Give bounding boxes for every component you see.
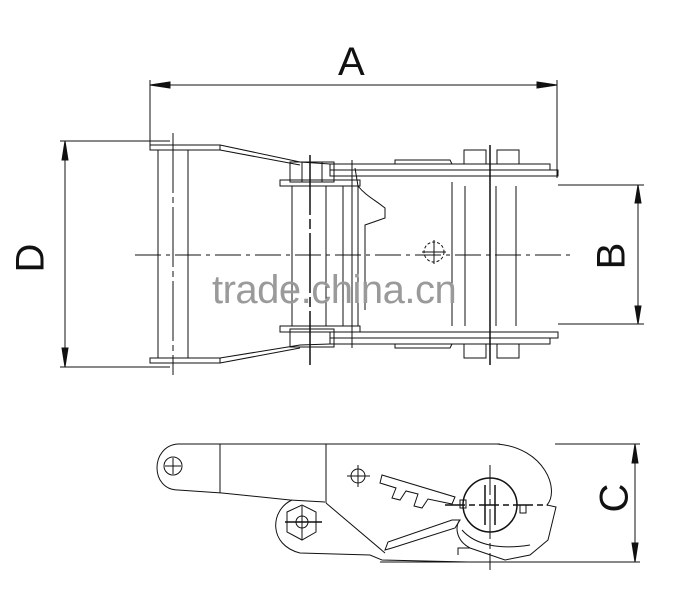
dimension-a-label: A xyxy=(338,40,365,84)
dimension-d-label: D xyxy=(8,243,53,273)
top-view xyxy=(60,80,644,375)
dimension-b-line xyxy=(558,184,644,325)
dimension-c-line xyxy=(380,443,640,563)
side-view xyxy=(156,443,640,570)
watermark-text: trade.china.cn xyxy=(212,268,457,312)
dimension-d-line xyxy=(60,140,170,368)
dimension-c-label: C xyxy=(592,483,637,513)
dimension-b-label: B xyxy=(589,242,634,270)
dimension-a-line xyxy=(149,80,558,178)
